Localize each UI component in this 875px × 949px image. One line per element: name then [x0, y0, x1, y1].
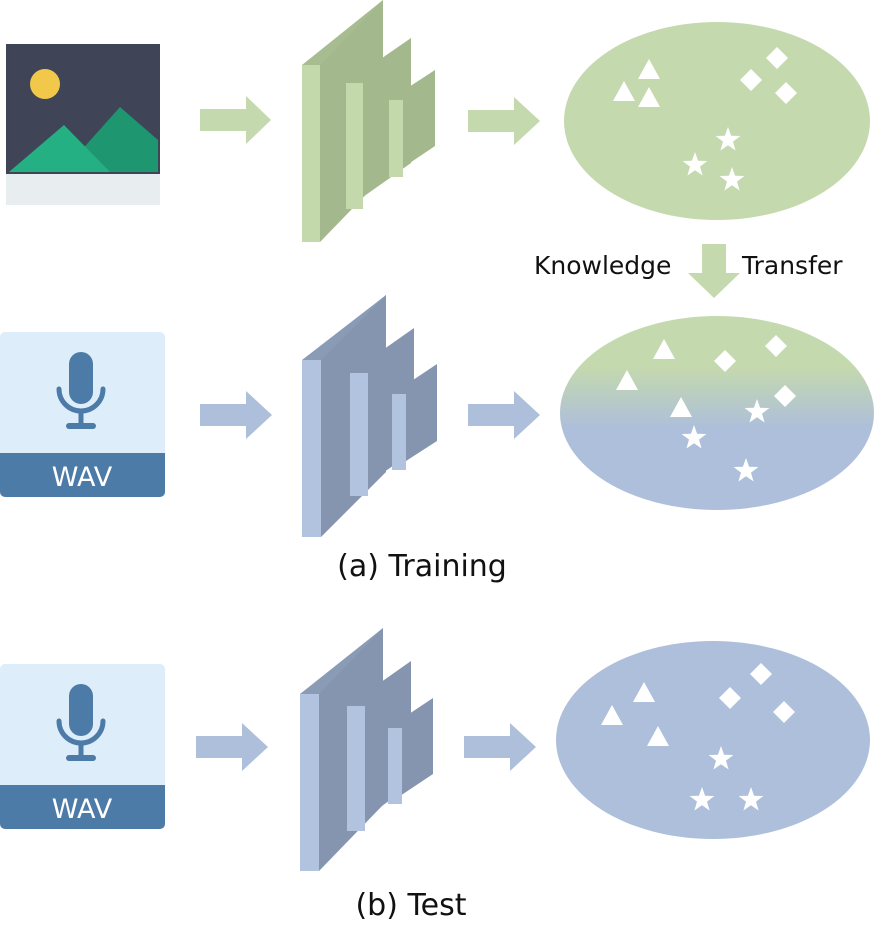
wav-input-icon: WAV — [0, 332, 165, 497]
test-caption: (b) Test — [355, 888, 466, 923]
microphone-icon — [56, 352, 106, 429]
visual-feature-space-icon — [564, 22, 870, 220]
knowledge-transfer-arrow — [688, 244, 740, 298]
wav-input-icon: WAV — [0, 664, 165, 829]
wav-label: WAV — [52, 794, 113, 825]
arrow-network-to-audio-space — [464, 723, 536, 771]
wav-label: WAV — [52, 462, 113, 493]
aligned-feature-space-icon — [560, 316, 874, 510]
arrow-wav-to-network — [196, 723, 268, 771]
arrow-network-to-visual-space — [468, 97, 540, 145]
image-input-icon — [6, 44, 160, 205]
training-caption: (a) Training — [337, 549, 507, 584]
transfer-label: Transfer — [741, 251, 843, 280]
audio-network-icon — [302, 295, 437, 537]
audio-network-icon — [300, 628, 433, 871]
arrow-wav-to-network — [200, 391, 272, 439]
visual-network-icon — [302, 0, 435, 242]
microphone-icon — [56, 684, 106, 761]
knowledge-label: Knowledge — [534, 251, 671, 280]
arrow-image-to-network — [200, 96, 271, 144]
audio-feature-space-icon — [556, 641, 870, 839]
arrow-network-to-aligned-space — [468, 391, 540, 439]
